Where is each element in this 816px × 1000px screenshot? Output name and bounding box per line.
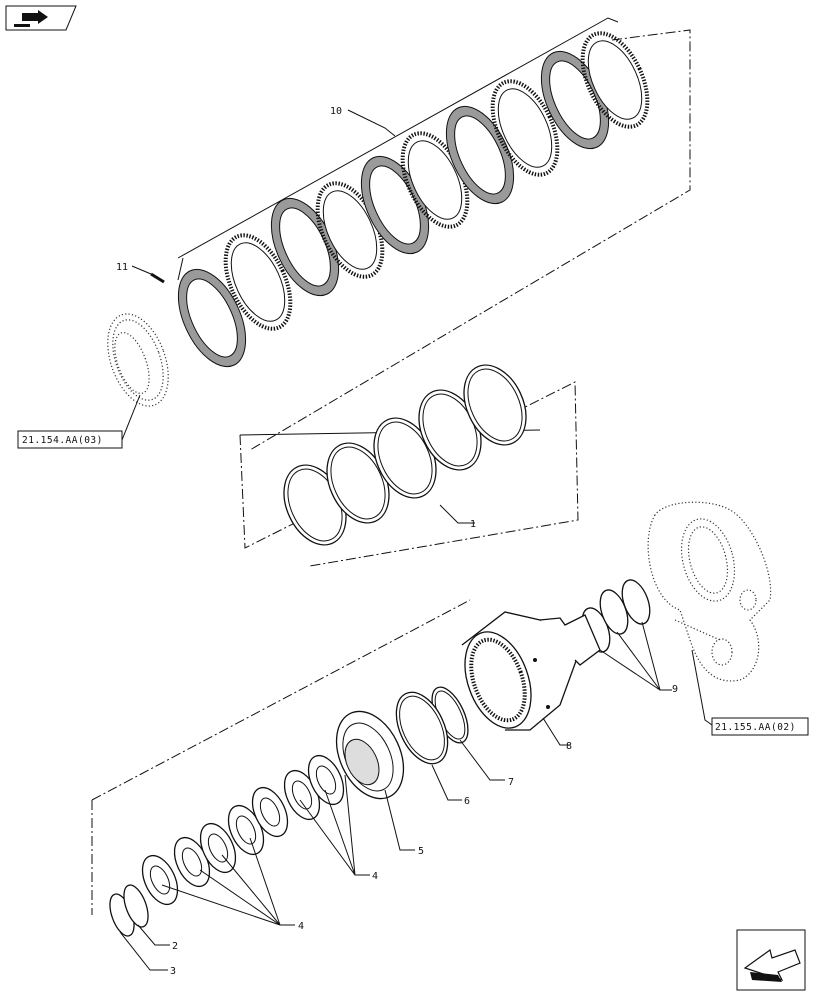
callout-4-lower: 4 [298,921,304,932]
svg-text:21.155.AA(02): 21.155.AA(02) [715,722,796,733]
clutch-disc-pack [177,17,691,451]
lower-assembly [91,501,772,971]
snap-ring [326,442,390,524]
pin-part [131,265,165,284]
thrust-washer [307,754,345,806]
navigate-arrow-icon[interactable] [736,929,806,991]
reference-housing-lower [647,501,772,726]
thrust-washers [141,754,345,906]
callout-4-upper: 4 [372,871,378,882]
clutch-drum [461,611,601,746]
svg-text:21.154.AA(03): 21.154.AA(03) [22,435,103,446]
snap-ring [463,364,527,446]
book-arrow-icon[interactable] [5,5,77,31]
callout-7: 7 [508,777,514,788]
reference-link-lower[interactable]: 21.155.AA(02) [711,717,809,736]
snap-rings-2-3 [109,884,170,971]
snap-ring [373,417,437,499]
callout-10: 10 [330,106,342,117]
callout-11: 11 [116,262,128,273]
callout-8: 8 [566,741,572,752]
thrust-washer [251,786,289,838]
steel-disc [490,79,560,177]
piston-5 [335,710,415,851]
callout-3: 3 [170,966,176,977]
callout-9: 9 [672,684,678,695]
callout-5: 5 [418,846,424,857]
snap-ring [418,389,482,471]
snap-ring-group [239,364,579,567]
friction-disc [177,268,247,368]
reference-gear-upper [107,313,169,441]
steel-disc [223,233,293,331]
callout-6: 6 [464,796,470,807]
steel-disc [580,31,650,129]
callout-2: 2 [172,941,178,952]
thrust-washer [141,854,179,906]
reference-link-upper[interactable]: 21.154.AA(03) [17,430,123,449]
seal-ring-6 [395,691,462,801]
callout-1: 1 [470,519,476,530]
